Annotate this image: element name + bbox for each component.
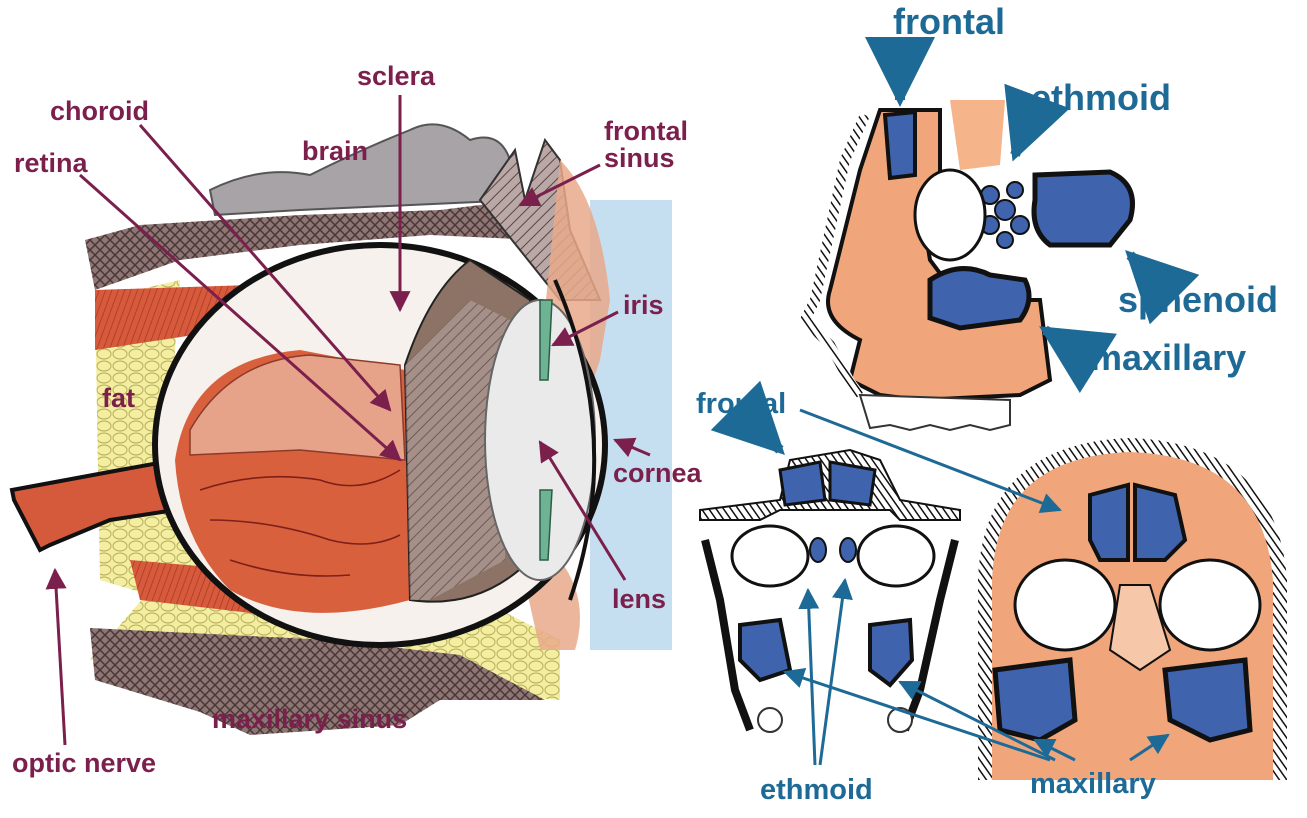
- arrow-frontal-bottom: [760, 430, 780, 450]
- coronal-maxillary-right: [870, 620, 912, 685]
- sag-frontal-sinus: [885, 112, 915, 178]
- label-optic-nerve: optic nerve: [12, 750, 156, 777]
- eye-cross-section: [12, 124, 672, 735]
- coronal-maxillary-left: [740, 620, 790, 680]
- label-top-maxillary: maxillary: [1090, 340, 1246, 376]
- label-bottom-maxillary: maxillary: [1030, 770, 1156, 799]
- label-top-frontal: frontal: [893, 4, 1005, 40]
- coronal-head-maxillary-left: [995, 660, 1075, 740]
- sag-sphenoid-sinus: [1034, 172, 1133, 245]
- sag-orbit: [915, 170, 985, 260]
- label-retina: retina: [14, 150, 88, 177]
- label-top-ethmoid: ethmoid: [1031, 80, 1171, 116]
- coronal-head-frontal: [1090, 485, 1185, 560]
- label-cornea: cornea: [613, 460, 702, 487]
- label-frontal-sinus: frontal sinus: [604, 118, 688, 172]
- forehead-tissue: [950, 100, 1005, 170]
- arrow-ethmoid-top: [1015, 115, 1030, 155]
- label-lens: lens: [612, 586, 666, 613]
- leader-ethmoid-1: [808, 590, 815, 765]
- leader-optic-nerve: [55, 570, 65, 745]
- label-fat: fat: [102, 385, 135, 412]
- label-maxillary-sinus: maxillary sinus: [212, 706, 407, 733]
- label-brain: brain: [302, 138, 368, 165]
- coronal-ethmoid-right: [840, 538, 856, 562]
- upper-teeth: [860, 395, 1010, 430]
- label-iris: iris: [623, 292, 664, 319]
- coronal-head-orbit-left: [1015, 560, 1115, 650]
- leader-ethmoid-2: [820, 580, 845, 765]
- sag-maxillary-sinus: [930, 269, 1029, 328]
- label-bottom-ethmoid: ethmoid: [760, 776, 873, 805]
- label-top-sphenoid: sphenoid: [1118, 282, 1278, 318]
- coronal-orbit-left: [732, 526, 808, 586]
- label-sclera: sclera: [357, 63, 435, 90]
- coronal-ethmoid-left: [810, 538, 826, 562]
- label-choroid: choroid: [50, 98, 149, 125]
- label-bottom-frontal: frontal: [696, 390, 786, 419]
- arrow-maxillary-top: [1045, 330, 1085, 355]
- coronal-tooth-left: [758, 708, 782, 732]
- coronal-head-orbit-right: [1160, 560, 1260, 650]
- coronal-head: [985, 445, 1280, 780]
- coronal-orbit-right: [858, 526, 934, 586]
